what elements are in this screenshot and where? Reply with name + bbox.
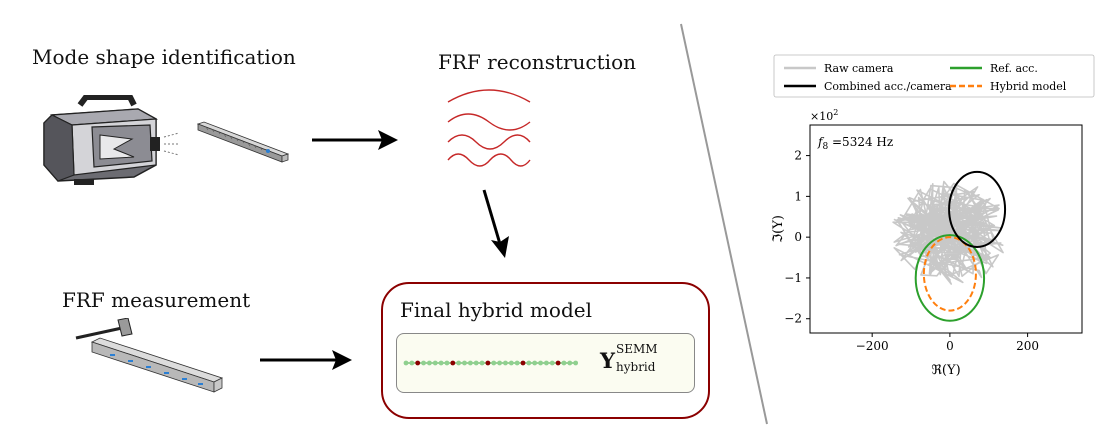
y-tick-label: −2 xyxy=(784,312,802,326)
measured-node xyxy=(415,360,421,366)
frequency-annotation: f8 =5324 Hz xyxy=(817,135,893,152)
beam-icon xyxy=(196,121,290,163)
measured-node xyxy=(520,360,526,366)
measured-node xyxy=(450,360,456,366)
node-chain xyxy=(403,360,579,366)
model-symbol-letter: Y xyxy=(600,348,615,373)
camera-node xyxy=(462,360,467,366)
camera-icon xyxy=(43,95,180,185)
measured-node xyxy=(485,360,491,366)
camera-node xyxy=(491,360,497,366)
frf-measurement-title: FRF measurement xyxy=(62,288,251,312)
camera-node xyxy=(444,360,450,366)
camera-node xyxy=(538,360,543,366)
y-tick-label: 0 xyxy=(794,230,802,244)
camera-node xyxy=(544,360,549,366)
camera-node xyxy=(503,360,508,366)
x-tick-label: 200 xyxy=(1016,339,1039,353)
frf-nyquist-chart: Raw camera Ref. acc. Combined acc./camer… xyxy=(771,54,1095,378)
model-subscript: hybrid xyxy=(616,360,656,374)
series-raw-camera xyxy=(892,180,1004,285)
camera-node xyxy=(532,360,538,366)
arrow-measurement-to-final xyxy=(260,350,352,370)
camera-node xyxy=(421,360,426,366)
x-tick-label: 0 xyxy=(946,339,954,353)
arrow-to-reconstruction xyxy=(312,130,398,150)
legend-hybrid-label: Hybrid model xyxy=(990,80,1067,93)
y-axis-label: ℑ(Y) xyxy=(771,215,786,243)
camera-node xyxy=(409,360,415,366)
legend: Raw camera Ref. acc. Combined acc./camer… xyxy=(773,54,1095,98)
hammer-icon xyxy=(75,318,133,340)
model-superscript: SEMM xyxy=(616,342,658,356)
final-model-title: Final hybrid model xyxy=(400,298,592,322)
camera-node xyxy=(561,360,567,366)
camera-node xyxy=(438,360,444,366)
y-tick-label: 1 xyxy=(794,189,802,203)
mode-shape-title: Mode shape identification xyxy=(32,45,296,69)
legend-combined-label: Combined acc./camera xyxy=(824,80,952,93)
camera-node xyxy=(567,360,573,366)
camera-node xyxy=(427,360,432,366)
frf-waves-icon xyxy=(447,89,531,167)
y-scale-label: ×102 xyxy=(810,108,838,123)
panel-separator xyxy=(680,23,768,425)
x-tick-label: −200 xyxy=(856,339,889,353)
y-tick-label: −1 xyxy=(784,271,802,285)
camera-node xyxy=(508,360,514,366)
series-combined xyxy=(948,170,1007,248)
camera-node xyxy=(514,360,520,366)
y-tick-label: 2 xyxy=(794,149,802,163)
camera-node xyxy=(497,360,502,366)
camera-node xyxy=(403,360,409,366)
camera-node xyxy=(573,360,579,366)
model-symbol: Y SEMM hybrid xyxy=(600,342,675,374)
camera-node xyxy=(549,360,555,366)
final-model-box xyxy=(381,282,710,419)
measured-node xyxy=(555,360,561,366)
plot-frame xyxy=(809,124,1083,334)
series-ref-acc xyxy=(914,234,986,322)
arrow-to-final-model xyxy=(482,189,509,258)
frf-reconstruction-title: FRF reconstruction xyxy=(438,50,636,74)
camera-node xyxy=(526,360,532,366)
camera-node xyxy=(473,360,479,366)
camera-node xyxy=(456,360,462,366)
camera-node xyxy=(432,360,438,366)
camera-node xyxy=(479,360,485,366)
x-axis-label: ℜ(Y) xyxy=(931,363,960,378)
legend-ref-acc-label: Ref. acc. xyxy=(990,62,1038,75)
legend-raw-camera-label: Raw camera xyxy=(824,62,894,75)
camera-node xyxy=(467,360,473,366)
measured-beam-icon xyxy=(90,337,224,393)
